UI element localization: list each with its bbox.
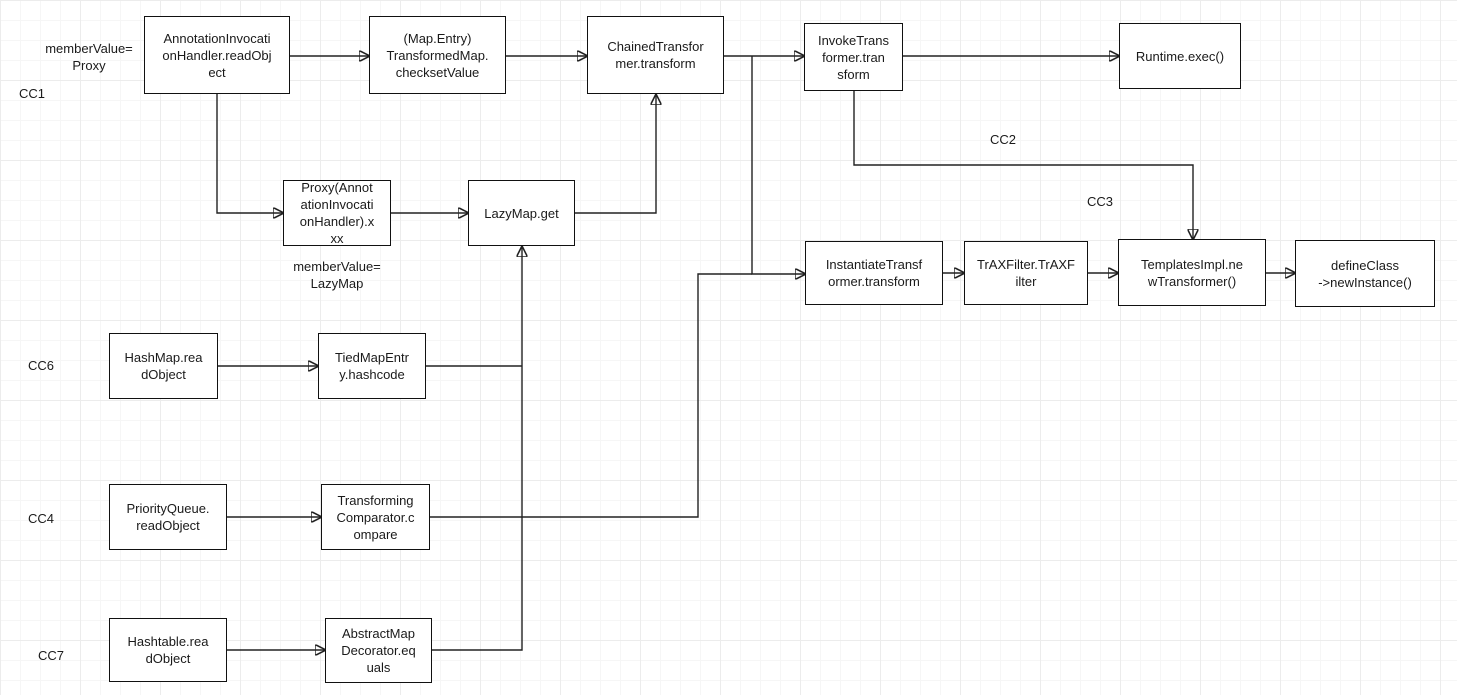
node-abstractmapdecorator-equals: AbstractMap Decorator.eq uals	[325, 618, 432, 683]
node-tiedmapentry-hashcode: TiedMapEntr y.hashcode	[318, 333, 426, 399]
edge-invoke-to-templatesimpl	[853, 91, 1193, 239]
node-invoke-transform: InvokeTrans former.tran sform	[804, 23, 903, 91]
node-hashmap-readobject: HashMap.rea dObject	[109, 333, 218, 399]
label-cc3: CC3	[1086, 194, 1113, 209]
label-cc7: CC7	[37, 648, 64, 663]
node-templatesimpl-newtransformer: TemplatesImpl.ne wTransformer()	[1118, 239, 1266, 306]
node-chained-transform: ChainedTransfor mer.transform	[587, 16, 724, 94]
edge-abstractmapdecorator-to-lazymap	[432, 247, 522, 651]
node-annotation-readobject: AnnotationInvocati onHandler.readObj ect	[144, 16, 290, 94]
node-map-entry-checksetvalue: (Map.Entry) TransformedMap. checksetValu…	[369, 16, 506, 94]
label-member-value-proxy: memberValue= Proxy	[45, 41, 133, 73]
edge-chained-to-instantiate	[751, 56, 805, 274]
node-traxfilter: TrAXFilter.TrAXF ilter	[964, 241, 1088, 305]
label-cc2: CC2	[989, 132, 1016, 147]
label-cc1: CC1	[18, 86, 45, 101]
label-cc4: CC4	[27, 511, 54, 526]
node-runtime-exec: Runtime.exec()	[1119, 23, 1241, 89]
node-priorityqueue-readobject: PriorityQueue. readObject	[109, 484, 227, 550]
edge-lazymap-to-chained	[575, 95, 656, 214]
node-lazymap-get: LazyMap.get	[468, 180, 575, 246]
node-transforming-comparator: Transforming Comparator.c ompare	[321, 484, 430, 550]
node-proxy-annotation: Proxy(Annot ationInvocati onHandler).x x…	[283, 180, 391, 246]
node-defineclass: defineClass ->newInstance()	[1295, 240, 1435, 307]
edge-comparator-to-instantiate	[430, 273, 752, 518]
node-hashtable-readobject: Hashtable.rea dObject	[109, 618, 227, 682]
node-instantiate-transform: InstantiateTransf ormer.transform	[805, 241, 943, 305]
label-member-value-lazymap: memberValue= LazyMap	[293, 259, 381, 291]
edge-annotation-to-proxy	[216, 94, 283, 213]
label-cc6: CC6	[27, 358, 54, 373]
